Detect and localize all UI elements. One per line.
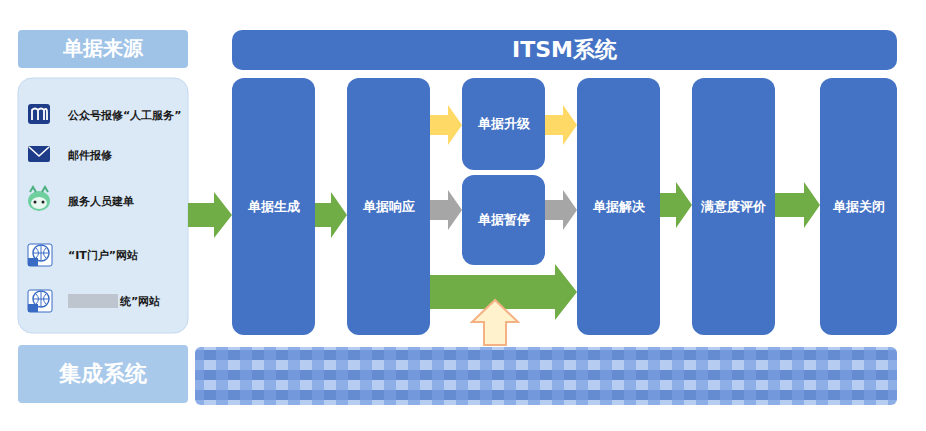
mascot-icon	[28, 187, 50, 211]
node-label: 集成系统	[59, 359, 147, 389]
process-box: 单据暂停	[462, 175, 545, 265]
system-header: ITSM系统	[232, 30, 897, 70]
flow-arrow	[545, 190, 577, 230]
wechat-icon	[28, 104, 50, 124]
node-label: 单据关闭	[833, 198, 885, 216]
process-column: 单据响应	[347, 78, 430, 335]
node-label: 单据暂停	[478, 211, 530, 229]
flow-arrow	[545, 105, 577, 145]
integration-up-arrow	[472, 300, 518, 345]
source-label: 邮件报修	[68, 148, 112, 163]
source-label: “IT门户”网站	[68, 248, 138, 263]
process-box: 单据升级	[462, 78, 545, 170]
flow-arrow	[315, 192, 347, 238]
source-label: 公众号报修“人工服务”	[68, 108, 181, 123]
blurred-integration-band	[195, 347, 897, 405]
flow-arrow	[660, 182, 692, 228]
source-panel-fill	[18, 78, 188, 333]
web-icon	[28, 290, 52, 312]
process-column: 满意度评价	[692, 78, 775, 335]
blurred-text	[68, 294, 118, 308]
node-label: 满意度评价	[701, 198, 766, 216]
mail-icon	[28, 146, 50, 162]
node-label: 单据生成	[248, 198, 300, 216]
flow-arrow	[430, 190, 462, 230]
flow-arrow	[430, 105, 462, 145]
source-label: 服务人员建单	[68, 194, 134, 209]
integration-box: 集成系统	[18, 345, 188, 403]
panel-heading: 单据来源	[18, 30, 188, 68]
node-label: ITSM系统	[512, 35, 617, 65]
node-label: 单据响应	[363, 198, 415, 216]
flow-arrow	[775, 182, 820, 228]
node-label: 单据解决	[593, 198, 645, 216]
process-column: 单据解决	[577, 78, 660, 335]
source-label: 统”网站	[120, 294, 160, 309]
web-icon	[28, 244, 52, 266]
node-label: 单据升级	[478, 115, 530, 133]
flow-arrow	[188, 192, 232, 238]
process-column: 单据生成	[232, 78, 315, 335]
process-column: 单据关闭	[820, 78, 897, 335]
